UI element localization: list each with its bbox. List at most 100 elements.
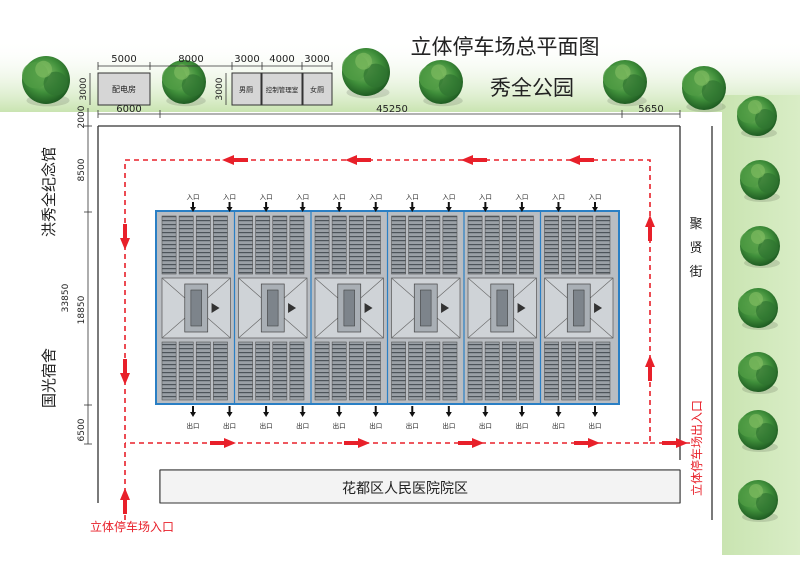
building-power-room	[97, 72, 151, 106]
exit-marker-label: 出口	[223, 421, 236, 430]
exit-marker: 出口	[260, 406, 273, 430]
page-subtitle: 秀全公园	[490, 76, 574, 100]
entry-marker: 入口	[187, 193, 200, 212]
entry-marker: 入口	[296, 193, 309, 212]
dimension-lines-top	[89, 62, 333, 105]
tree-icon	[22, 56, 70, 107]
entry-marker-label: 入口	[223, 193, 236, 201]
entry-marker: 入口	[369, 193, 382, 212]
building-control-room	[261, 72, 303, 106]
dim-6500: 6500	[77, 418, 87, 441]
dim-5650: 5650	[638, 104, 663, 115]
route-arrow-down-icon	[120, 224, 130, 250]
building-power-room-label: 配电房	[112, 84, 136, 94]
tree-icon	[603, 60, 647, 107]
parking-module	[161, 215, 231, 401]
building-control-room-label: 控制管理室	[266, 85, 299, 94]
label-guoguang-dormitory: 国光宿舍	[40, 348, 58, 408]
entry-marker: 入口	[442, 193, 455, 212]
exit-marker: 出口	[296, 406, 309, 430]
exit-marker: 出口	[333, 406, 346, 430]
route-arrow-right-icon	[458, 438, 484, 448]
route-arrow-right-icon	[662, 438, 688, 448]
exit-arrow-icon	[372, 406, 379, 417]
dim-18850: 18850	[77, 295, 87, 324]
exit-marker-label: 出口	[515, 421, 528, 430]
entry-marker-label: 入口	[479, 193, 492, 201]
dimension-lines-site	[97, 110, 681, 118]
entry-arrow-icon	[226, 202, 233, 212]
entry-arrow-icon	[372, 202, 379, 212]
entry-arrow-icon	[336, 202, 343, 212]
page-title: 立体停车场总平面图	[411, 35, 600, 59]
exit-marker: 出口	[479, 406, 492, 430]
dim-5000: 5000	[111, 54, 136, 65]
building-mens-toilet-label: 男厕	[239, 86, 253, 94]
entry-marker-label: 入口	[589, 193, 602, 201]
exit-marker: 出口	[589, 406, 602, 430]
parking-module	[310, 212, 384, 403]
dim-2000: 2000	[77, 105, 87, 128]
entry-arrow-icon	[518, 202, 525, 212]
dim-6000: 6000	[116, 104, 141, 115]
tree-icon	[342, 48, 390, 99]
dim-3000-height-a: 3000	[79, 77, 89, 100]
label-parking-exit: 立体停车场出入口	[689, 400, 704, 496]
entry-arrow-icon	[190, 202, 196, 212]
exit-marker-label: 出口	[479, 421, 492, 430]
exit-marker: 出口	[369, 406, 382, 430]
trees-right	[738, 160, 780, 522]
parking-module	[386, 212, 461, 403]
exit-arrow-icon	[263, 406, 270, 417]
entry-marker-label: 入口	[369, 193, 382, 201]
exit-marker: 出口	[406, 406, 419, 430]
entry-marker-label: 入口	[515, 193, 528, 201]
dim-4000: 4000	[269, 54, 294, 65]
dim-45250: 45250	[376, 104, 408, 115]
route-arrow-up-icon	[645, 355, 655, 381]
exit-marker: 出口	[187, 406, 200, 430]
entry-arrow-icon	[409, 202, 416, 212]
entry-arrow-icon	[555, 202, 562, 212]
entry-marker: 入口	[479, 193, 492, 212]
entry-marker: 入口	[260, 193, 273, 212]
exit-marker-label: 出口	[589, 421, 602, 430]
exit-marker: 出口	[515, 406, 528, 430]
exit-marker: 出口	[552, 406, 565, 430]
entry-marker: 入口	[515, 193, 528, 212]
exit-arrow-icon	[226, 406, 233, 417]
exit-marker-label: 出口	[296, 421, 309, 430]
exit-marker-label: 出口	[369, 421, 382, 430]
dim-3000-womens: 3000	[304, 54, 329, 65]
entry-arrow-icon	[299, 202, 306, 212]
exit-arrow-icon	[409, 406, 416, 417]
label-juxian-street-2: 贤	[689, 241, 702, 256]
entry-marker-label: 入口	[296, 193, 309, 201]
route-arrow-right-icon	[210, 438, 236, 448]
tree-icon	[738, 352, 778, 394]
entry-marker: 入口	[552, 193, 565, 212]
route-arrows	[120, 155, 688, 514]
entry-arrow-icon	[482, 202, 489, 212]
route-arrow-up-icon	[645, 215, 655, 241]
exit-arrow-icon	[445, 406, 452, 417]
entry-marker-label: 入口	[552, 193, 565, 201]
parking-module	[463, 212, 537, 403]
entry-marker: 入口	[589, 193, 602, 212]
parking-module	[539, 212, 614, 403]
exit-marker-label: 出口	[333, 421, 346, 430]
exit-arrow-icon	[299, 406, 306, 417]
entry-marker: 入口	[406, 193, 419, 212]
exit-marker-label: 出口	[187, 421, 200, 430]
tree-icon	[738, 288, 778, 330]
tree-icon	[740, 226, 780, 268]
exit-arrow-icon	[336, 406, 343, 417]
tree-icon	[738, 480, 778, 522]
entry-marker-label: 入口	[442, 193, 455, 201]
exit-marker-label: 出口	[406, 421, 419, 430]
entry-marker: 入口	[223, 193, 236, 212]
tree-icon	[419, 60, 463, 107]
entry-arrow-icon	[263, 202, 270, 212]
